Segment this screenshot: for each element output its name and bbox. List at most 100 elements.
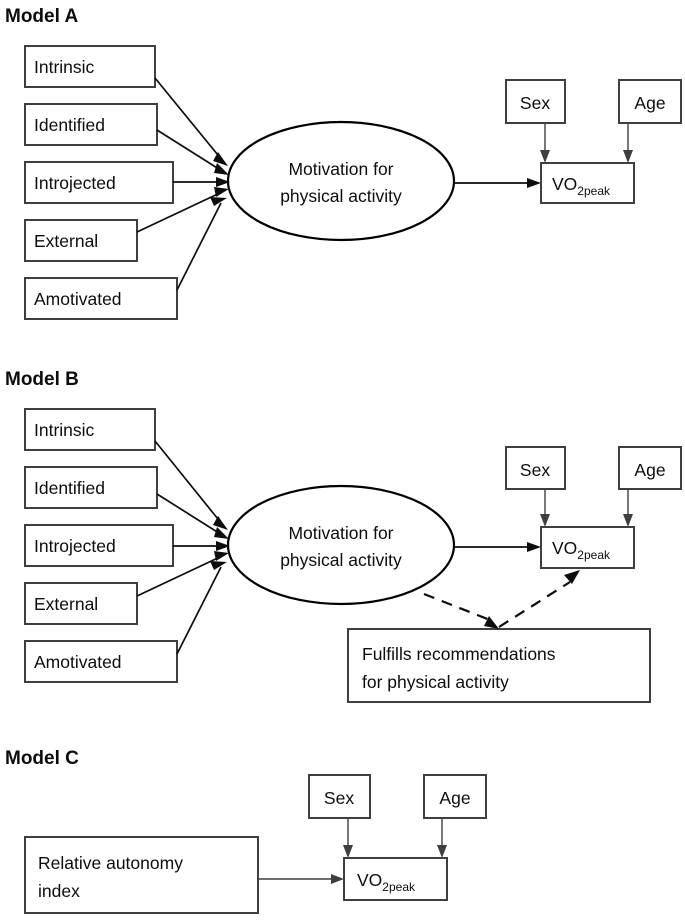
node-box: [505, 79, 566, 124]
arrow-head: [437, 845, 447, 858]
node-label-line2: index: [38, 881, 80, 901]
node-box: [423, 774, 487, 819]
arrow-head: [214, 527, 229, 539]
outcome-base: VO: [357, 870, 382, 890]
node-box: [505, 446, 566, 490]
node-label-line2: physical activity: [280, 550, 402, 570]
model-a-group: Model A Intrinsic Identified Introjected…: [5, 6, 682, 320]
model-b-outcome-vo2peak: VO2peak: [540, 526, 635, 569]
node-box: [24, 640, 178, 683]
node-box: [24, 219, 138, 262]
node-label: Amotivated: [34, 652, 122, 672]
model-b-covariate-sex: Sex: [505, 446, 566, 490]
arrow-head: [210, 197, 227, 206]
model-c-covariate-sex: Sex: [308, 774, 371, 819]
node-box: [24, 103, 158, 146]
arrow-head: [331, 874, 344, 884]
model-b-predictor-identified: Identified: [24, 466, 158, 509]
node-ellipse: [226, 120, 456, 242]
node-box: [24, 408, 156, 451]
model-b-covariate-age: Age: [618, 446, 682, 490]
arrow-head: [623, 514, 633, 527]
edge-identified-to-mediator: [156, 493, 223, 536]
outcome-base: VO: [552, 538, 577, 558]
node-label: External: [34, 594, 98, 614]
node-label: VO2peak: [552, 538, 611, 562]
node-box: [24, 524, 174, 567]
model-c-covariate-age: Age: [423, 774, 487, 819]
model-b-predictor-introjected: Introjected: [24, 524, 174, 567]
edge-amotivated-to-mediator: [176, 202, 222, 291]
model-a-covariate-sex: Sex: [505, 79, 566, 124]
model-c-outcome-vo2peak: VO2peak: [343, 857, 448, 901]
arrow-head: [623, 150, 633, 163]
arrow-head: [484, 616, 499, 629]
arrow-head: [564, 570, 580, 584]
model-a-predictor-identified: Identified: [24, 103, 158, 146]
node-label: Introjected: [34, 173, 116, 193]
node-box: [347, 628, 651, 703]
node-label-line1: Motivation for: [288, 159, 393, 179]
node-label-line2: physical activity: [280, 186, 402, 206]
outcome-base: VO: [552, 174, 577, 194]
node-label: Sex: [520, 460, 550, 480]
outcome-subscript: 2peak: [577, 548, 611, 562]
arrow-head: [216, 541, 230, 551]
arrow-head: [216, 177, 230, 187]
edge-external-to-mediator: [136, 555, 223, 597]
edge-mediator-to-second-mediator-dashed: [423, 592, 491, 622]
arrow-head: [210, 561, 227, 570]
node-label: Age: [634, 460, 665, 480]
node-label: Intrinsic: [34, 57, 95, 77]
model-c-title: Model C: [5, 748, 79, 769]
outcome-subscript: 2peak: [577, 184, 611, 198]
node-box: [24, 582, 138, 625]
arrow-head: [214, 163, 229, 175]
node-label: VO2peak: [357, 870, 416, 894]
model-b-predictor-intrinsic: Intrinsic: [24, 408, 156, 451]
model-a-predictor-introjected: Introjected: [24, 161, 174, 204]
node-box: [24, 836, 259, 914]
node-label: Intrinsic: [34, 420, 95, 440]
model-b-title: Model B: [5, 369, 79, 390]
node-label-line1: Motivation for: [288, 523, 393, 543]
node-label-line2: for physical activity: [362, 672, 509, 692]
arrow-head: [213, 152, 228, 166]
node-label: Sex: [520, 93, 550, 113]
node-label-line1: Relative autonomy: [38, 853, 183, 873]
model-a-covariate-age: Age: [618, 79, 682, 124]
model-a-title: Model A: [5, 6, 78, 27]
node-label: Age: [634, 93, 665, 113]
node-label: External: [34, 231, 98, 251]
edge-external-to-mediator: [136, 191, 223, 233]
arrow-head: [527, 542, 541, 552]
node-box: [618, 79, 682, 124]
model-a-outcome-vo2peak: VO2peak: [540, 162, 635, 204]
node-box: [24, 161, 174, 204]
node-label: Introjected: [34, 536, 116, 556]
edge-intrinsic-to-mediator: [154, 77, 223, 161]
node-label-line1: Fulfills recommendations: [362, 644, 556, 664]
arrow-head: [343, 845, 353, 858]
outcome-subscript: 2peak: [382, 880, 416, 894]
node-box: [24, 277, 178, 320]
edge-intrinsic-to-mediator: [154, 440, 223, 525]
arrow-head: [527, 178, 541, 188]
arrow-head: [214, 187, 229, 197]
node-box: [24, 45, 156, 88]
edge-amotivated-to-mediator: [176, 566, 222, 655]
node-label: Identified: [34, 478, 105, 498]
edge-identified-to-mediator: [156, 129, 223, 172]
node-label: Age: [439, 788, 470, 808]
model-c-predictor-relative-autonomy-index: Relative autonomy index: [24, 836, 259, 914]
model-b-mediator: Motivation for physical activity: [226, 484, 456, 606]
arrow-head: [540, 514, 550, 527]
node-box: [308, 774, 371, 819]
edge-second-mediator-to-outcome-dashed: [498, 581, 571, 628]
node-box: [343, 857, 448, 901]
node-label: Amotivated: [34, 289, 122, 309]
model-b-group: Model B Intrinsic Identified Introjected…: [5, 369, 682, 703]
arrow-head: [540, 150, 550, 163]
node-box: [540, 526, 635, 569]
